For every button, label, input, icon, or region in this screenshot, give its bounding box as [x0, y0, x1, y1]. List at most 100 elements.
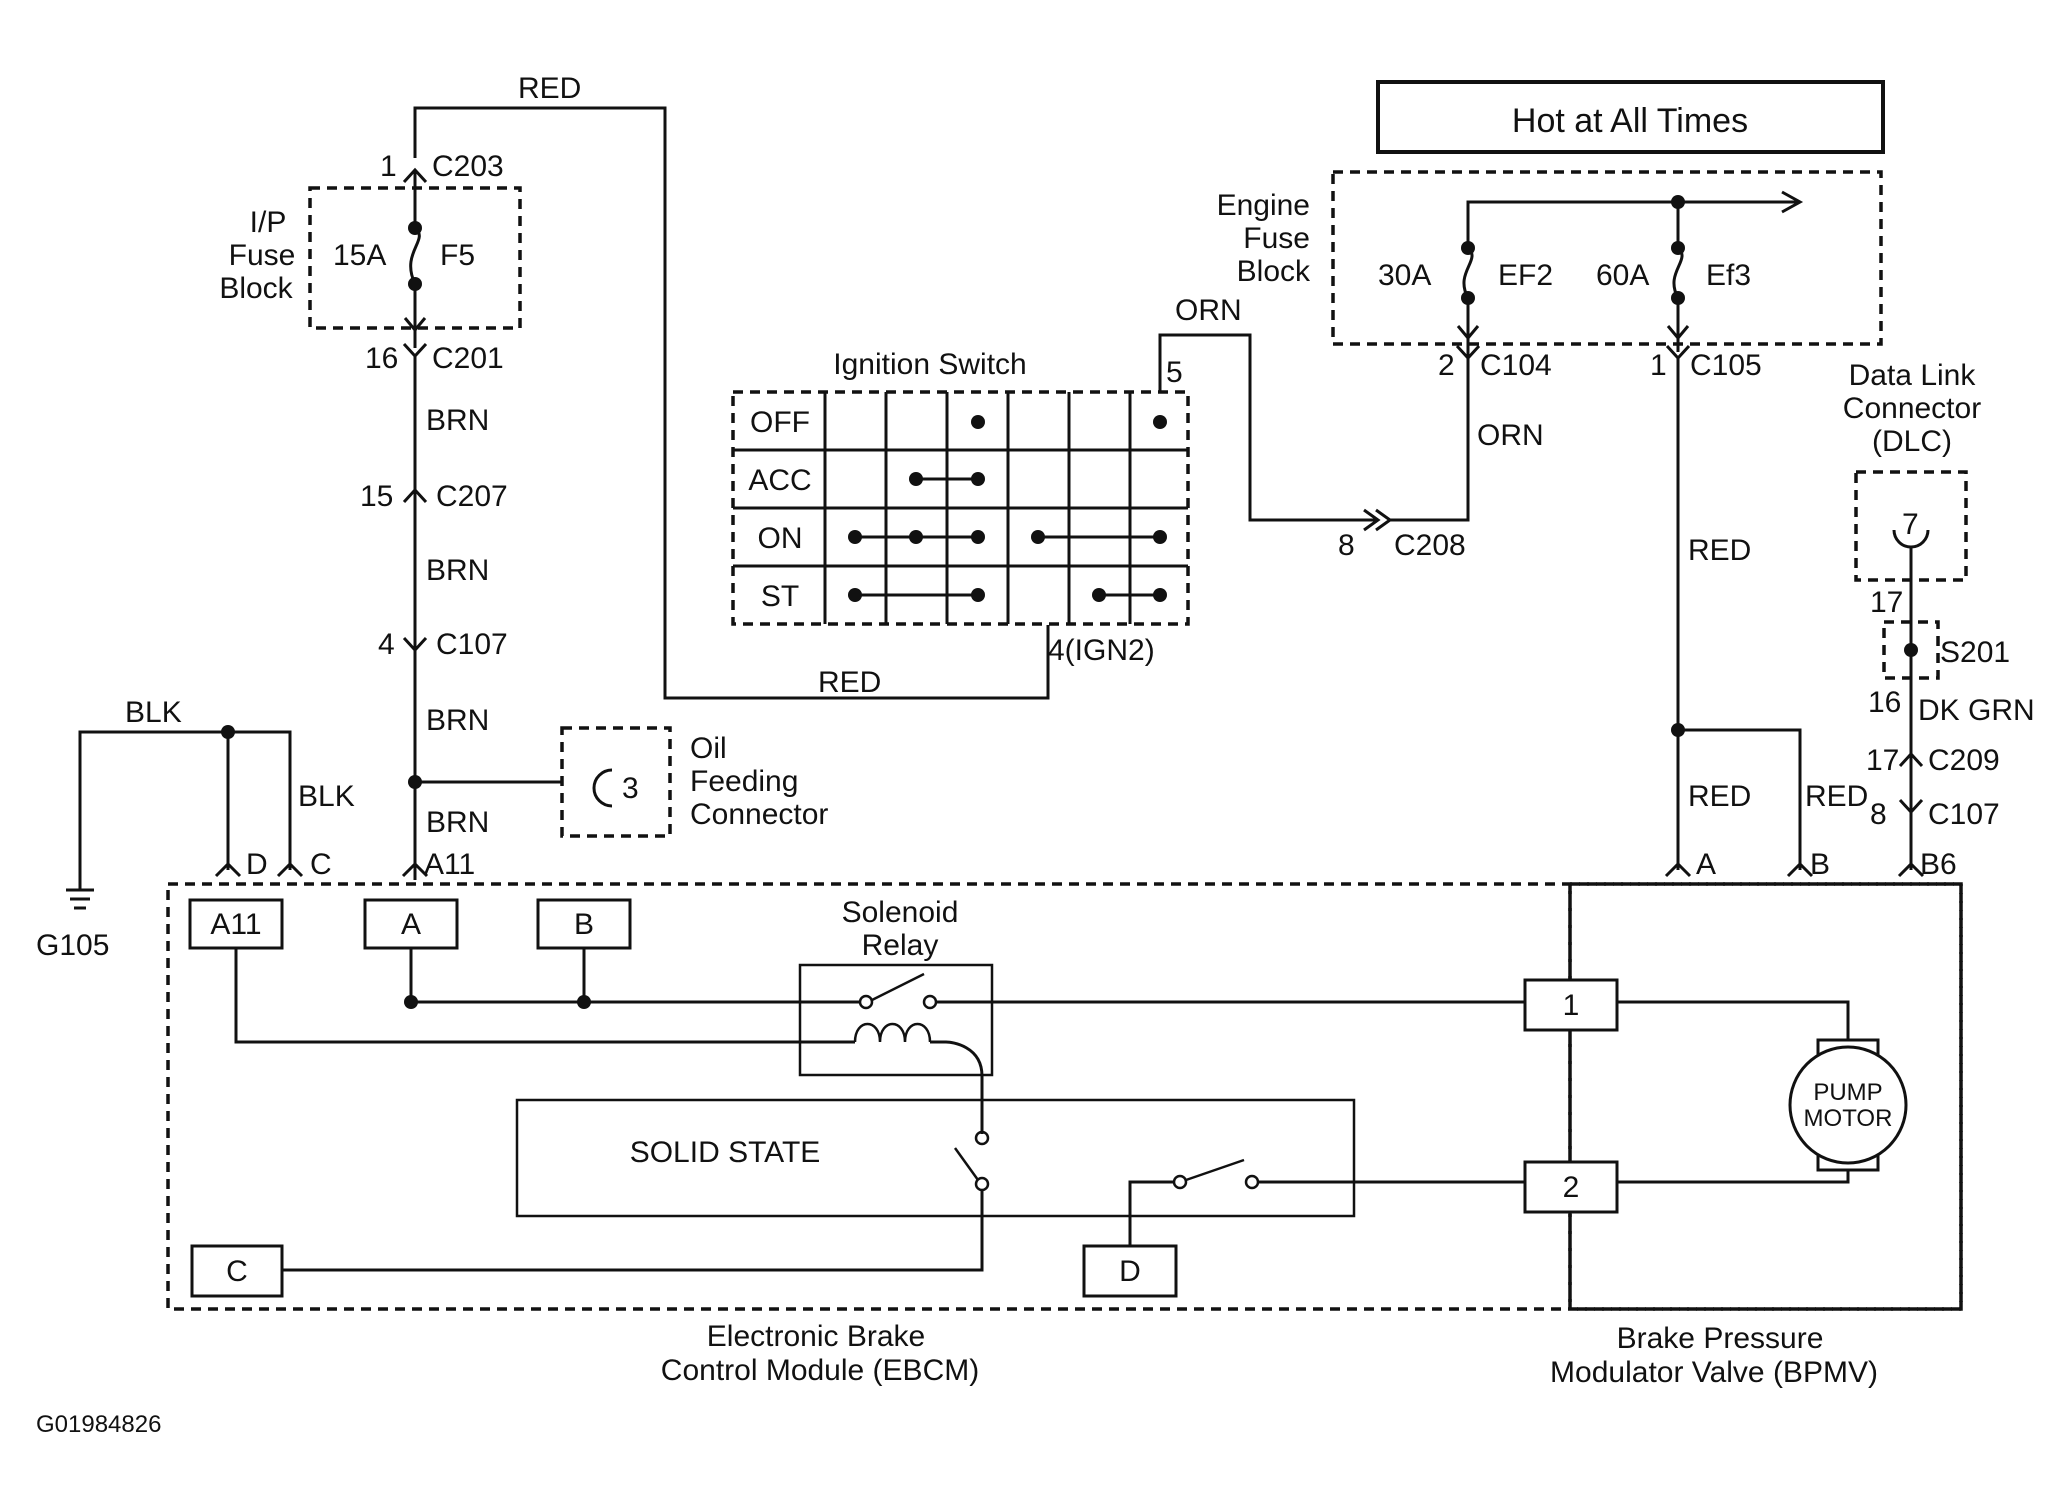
ign-on-dot-5 [1153, 530, 1167, 544]
ign-on-dot-3 [971, 530, 985, 544]
ground-icon [66, 888, 94, 910]
engine-fuse-label-2: Fuse [1243, 222, 1310, 255]
dlc-label-2: Connector [1843, 392, 1981, 425]
ip-fuse-label-1: I/P [250, 206, 287, 239]
ip-fuse-label-3: Block [219, 272, 293, 305]
ign-row-off: OFF [750, 406, 810, 439]
ign-acc-dot-2 [971, 472, 985, 486]
ip-fuse-label-2: Fuse [229, 239, 296, 272]
c107-left-connector-icon [402, 636, 428, 653]
ebcm-label-2: Control Module (EBCM) [661, 1354, 979, 1387]
ign-on-dot-2 [909, 530, 923, 544]
ebcm-pin-a11 [188, 898, 284, 950]
ss-to-pin-d-wire [1128, 1180, 1175, 1246]
solid-state-label: SOLID STATE [630, 1136, 821, 1169]
fuse-ef2-arrow-icon [1456, 325, 1480, 341]
ign-st-dot-2 [971, 588, 985, 602]
fuse-ef2-icon [1462, 246, 1474, 299]
fuse-f5-icon [409, 226, 421, 285]
relay-contact-left [858, 994, 874, 1010]
a-terminal-label: A [1696, 848, 1716, 881]
c104-name: C104 [1480, 349, 1552, 382]
c107-left-name: C107 [436, 628, 508, 661]
blk-label-2: BLK [298, 780, 355, 813]
c-terminal-icon [276, 861, 304, 878]
c209-pin: 17 [1866, 744, 1899, 777]
bpmv-pin-1-label: 1 [1563, 989, 1580, 1022]
brn-label-3: BRN [426, 704, 489, 737]
c-terminal-label: C [310, 848, 332, 881]
ebcm-label-1: Electronic Brake [707, 1320, 925, 1353]
ebcm-pin-a-label: A [401, 908, 421, 941]
c207-name: C207 [436, 480, 508, 513]
ss-switch2-left-contact [1172, 1174, 1188, 1190]
ign-on-dot-4 [1031, 530, 1045, 544]
s201-splice-box [1882, 620, 1940, 680]
s201-name: S201 [1940, 636, 2010, 669]
red-wire-b [1678, 728, 1802, 870]
ip-fuse-name: F5 [440, 239, 475, 272]
oil-connector-icon [592, 768, 613, 808]
dlc-label-3: (DLC) [1872, 425, 1952, 458]
red-ign-label: RED [818, 666, 881, 699]
ss-switch1-blade [953, 1147, 980, 1181]
oil-connector-pin: 3 [622, 772, 639, 805]
c201-name: C201 [432, 342, 504, 375]
solid-state-box [515, 1098, 1356, 1218]
c107-right-pin: 8 [1870, 798, 1887, 831]
oil-label-1: Oil [690, 732, 727, 765]
b-terminal-icon [1786, 861, 1814, 878]
engine-fuse-label-1: Engine [1217, 189, 1310, 222]
c208-pin: 8 [1338, 529, 1355, 562]
pump-motor-label-2: MOTOR [1804, 1105, 1893, 1132]
brn-label-2: BRN [426, 554, 489, 587]
fuse-ef2-amp: 30A [1378, 259, 1431, 292]
bpmv-pin-2-label: 2 [1563, 1171, 1580, 1204]
b6-terminal-icon [1897, 861, 1925, 878]
relay-contact-right [922, 994, 938, 1010]
b-terminal-label: B [1810, 848, 1830, 881]
pump-motor-label-1: PUMP [1813, 1079, 1882, 1106]
pin-a-splice-dot [404, 995, 418, 1009]
c209-name: C209 [1928, 744, 2000, 777]
red-b-label: RED [1805, 780, 1868, 813]
ignition-switch-grid [731, 390, 1190, 626]
ignition-switch-title: Ignition Switch [833, 348, 1026, 381]
c207-connector-icon [402, 487, 428, 504]
dk-grn-label: DK GRN [1918, 694, 2035, 727]
bpmv-lower-box [1568, 882, 1963, 1311]
a11-coil-wire [234, 948, 855, 1044]
ign-acc-dot-1 [909, 472, 923, 486]
c208-name: C208 [1394, 529, 1466, 562]
ground-name: G105 [36, 929, 109, 962]
figure-id: G01984826 [36, 1411, 161, 1438]
oil-label-2: Feeding [690, 765, 798, 798]
s201-dot [1904, 643, 1918, 657]
pin2-to-motor-wire [1617, 1170, 1850, 1184]
b6-terminal-label: B6 [1920, 848, 1957, 881]
c207-pin: 15 [360, 480, 393, 513]
red-c105-label: RED [1688, 534, 1751, 567]
brn-label-4: BRN [426, 806, 489, 839]
c209-connector-icon [1898, 751, 1924, 768]
solenoid-relay-label-2: Relay [862, 929, 939, 962]
ip-fuse-amp: 15A [333, 239, 386, 272]
orn-wire-c104 [1390, 352, 1470, 522]
red-top-label: RED [518, 72, 581, 105]
oil-feeding-connector-box [560, 726, 672, 838]
ign-on-dot-1 [848, 530, 862, 544]
s201-pin-top: 17 [1870, 586, 1903, 619]
ebcm-pin-d [1082, 1244, 1178, 1298]
c104-connector-icon [1455, 344, 1481, 361]
c105-name: C105 [1690, 349, 1762, 382]
relay-switch-blade [871, 972, 925, 1002]
bpmv-label-1: Brake Pressure [1617, 1322, 1824, 1355]
solenoid-relay-label-1: Solenoid [842, 896, 959, 929]
pin-b-splice-dot [577, 995, 591, 1009]
ss-switch2-right-contact [1244, 1174, 1260, 1190]
d-terminal-icon [214, 861, 242, 878]
c203-name: C203 [432, 150, 504, 183]
dlc-pin: 7 [1902, 508, 1919, 541]
pump-motor-icon [1788, 1045, 1908, 1165]
